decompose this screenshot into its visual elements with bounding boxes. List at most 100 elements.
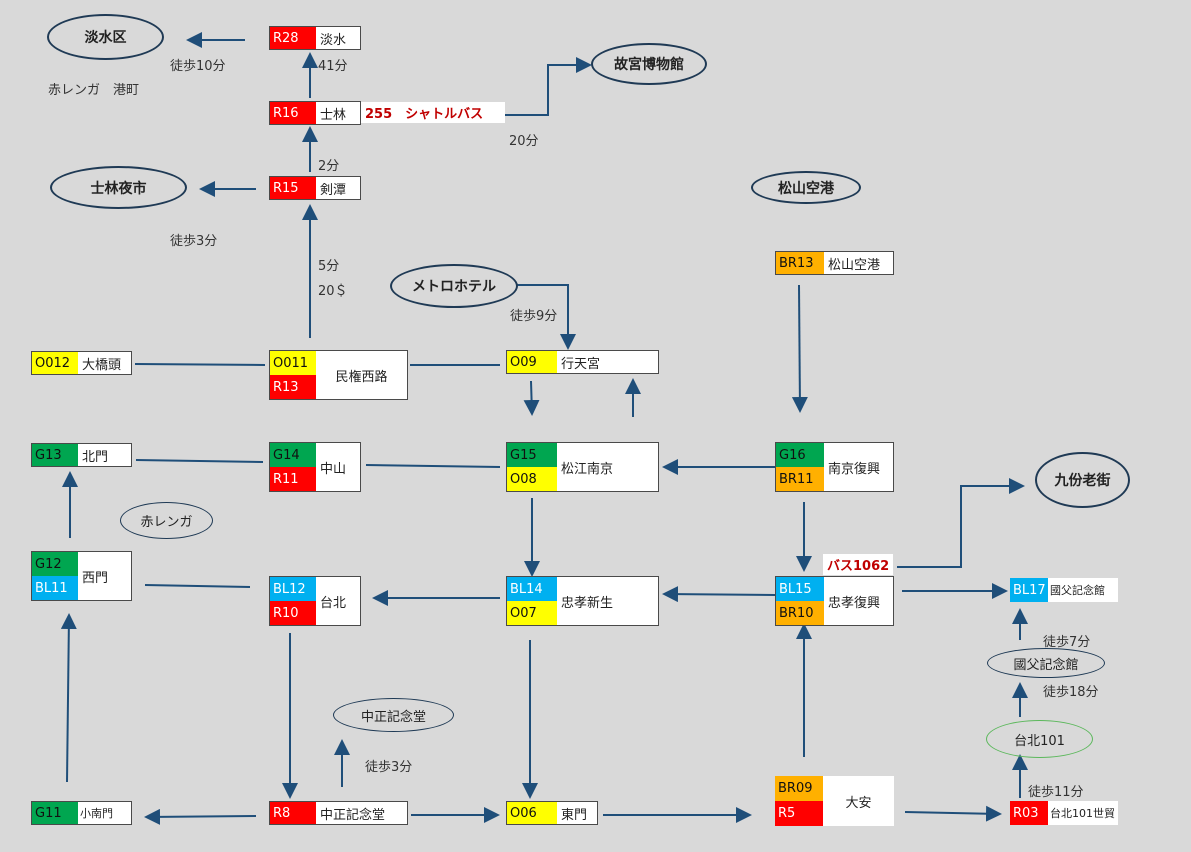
station-daqiaotou: O012 大橋頭 xyxy=(31,351,132,375)
line-code: O08 xyxy=(507,467,557,491)
station-jiantan: R15 剣潭 xyxy=(269,176,361,200)
station-name: 民権西路 xyxy=(335,369,388,385)
line-beimen-zhongshan xyxy=(135,459,264,463)
line-code: G16 xyxy=(776,443,824,467)
line-code: O06 xyxy=(507,802,557,824)
line-code: G13 xyxy=(32,444,78,466)
walk-label: 徒歩18分 xyxy=(1043,685,1099,700)
station-name: 忠孝新生 xyxy=(561,595,614,611)
station-name: 中山 xyxy=(320,461,347,477)
station-name: 南京復興 xyxy=(828,461,881,477)
arrow-airport-to-nanjing xyxy=(791,284,808,413)
station-name: 松山空港 xyxy=(828,257,881,273)
line-code: O07 xyxy=(507,601,557,625)
line-code: BL14 xyxy=(507,577,557,601)
line-code: R28 xyxy=(270,27,316,49)
station-name: 西門 xyxy=(82,570,109,586)
line-code: BL17 xyxy=(1010,578,1048,602)
station-name: 東門 xyxy=(561,807,588,823)
line-code: BR10 xyxy=(776,601,824,625)
station-name: 小南門 xyxy=(80,807,113,820)
time-label: 5分 xyxy=(318,259,340,274)
line-code: G12 xyxy=(32,552,78,576)
line-code: R13 xyxy=(270,375,316,399)
station-ckshek: R8 中正記念堂 xyxy=(269,801,408,825)
line-code: G15 xyxy=(507,443,557,467)
line-code: BL11 xyxy=(32,576,78,600)
station-ximen: G12 BL11 西門 xyxy=(31,551,132,601)
line-code: BR11 xyxy=(776,467,824,491)
destination-ckshek-hall: 中正記念堂 xyxy=(333,698,454,732)
arrow-shuttle-to-palace xyxy=(503,57,592,116)
time-label: 2分 xyxy=(318,159,340,174)
line-code: R5 xyxy=(775,801,823,826)
station-name: 台北 xyxy=(320,595,347,611)
destination-palace-museum: 故宮博物館 xyxy=(591,43,707,85)
station-shilin: R16 士林 xyxy=(269,101,361,125)
fare-label: 20＄ xyxy=(318,284,348,299)
arrow-fuxing-to-xinsheng xyxy=(662,586,776,603)
shuttle-bus-label: 255 シャトルバス xyxy=(361,102,505,123)
walk-label: 徒歩10分 xyxy=(170,59,226,74)
time-label: 20分 xyxy=(509,134,539,149)
destination-songshan-airport: 松山空港 xyxy=(751,171,861,204)
arrow-ckshek-to-xiaonanmen xyxy=(144,808,257,825)
line-code: G14 xyxy=(270,443,316,467)
destination-sys-hall: 國父記念館 xyxy=(987,648,1105,678)
bus-1062-label: バス1062 xyxy=(823,554,894,575)
arrow-xingtiangong-down xyxy=(523,380,540,416)
walk-label: 徒歩11分 xyxy=(1028,785,1084,800)
arrow-bus-to-jiufen xyxy=(897,478,1025,568)
station-songshan-airport: BR13 松山空港 xyxy=(775,251,894,275)
station-daan: BR09 R5 大安 xyxy=(775,776,894,826)
line-code: G11 xyxy=(32,802,78,824)
station-name: 中正記念堂 xyxy=(320,807,386,823)
line-code: R11 xyxy=(270,467,316,491)
line-code: BR09 xyxy=(775,776,823,801)
station-zhongshan: G14 R11 中山 xyxy=(269,442,361,492)
station-zhongxiao-xinsheng: BL14 O07 忠孝新生 xyxy=(506,576,659,626)
station-taipei: BL12 R10 台北 xyxy=(269,576,361,626)
line-code: R8 xyxy=(270,802,316,824)
destination-taipei101: 台北101 xyxy=(986,720,1093,758)
destination-shilin-market: 士林夜市 xyxy=(50,166,187,209)
arrow-daan-to-101 xyxy=(904,805,1002,822)
walk-label: 徒歩3分 xyxy=(170,234,218,249)
line-code: R16 xyxy=(270,102,316,124)
station-tamsui: R28 淡水 xyxy=(269,26,361,50)
station-name: 剣潭 xyxy=(320,182,347,198)
destination-tamsui-district: 淡水区 xyxy=(47,14,164,60)
destination-red-house: 赤レンガ xyxy=(120,502,213,539)
arrow-xiaonanmen-to-ximen xyxy=(60,613,77,783)
station-name: 台北101世貿 xyxy=(1050,807,1115,820)
station-name: 士林 xyxy=(320,107,347,123)
station-name: 忠孝復興 xyxy=(828,595,881,611)
destination-metro-hotel: メトロホテル xyxy=(390,264,518,308)
station-zhongxiao-fuxing: BL15 BR10 忠孝復興 xyxy=(775,576,894,626)
station-name: 淡水 xyxy=(320,32,347,48)
station-minquan: O011 R13 民権西路 xyxy=(269,350,408,400)
arrow-hotel-to-xingtiangong xyxy=(517,284,576,350)
station-songjiang: G15 O08 松江南京 xyxy=(506,442,659,492)
time-label: 41分 xyxy=(318,59,348,74)
station-sun-yat-sen: BL17 國父記念館 xyxy=(1010,578,1118,602)
line-code: O012 xyxy=(32,352,78,374)
destination-jiufen: 九份老街 xyxy=(1035,452,1130,508)
station-name: 松江南京 xyxy=(561,461,614,477)
station-xiaonanmen: G11 小南門 xyxy=(31,801,132,825)
line-code: R15 xyxy=(270,177,316,199)
station-dongmen: O06 東門 xyxy=(506,801,598,825)
line-code: R10 xyxy=(270,601,316,625)
station-name: 北門 xyxy=(82,449,109,465)
line-zhongshan-songjiang xyxy=(365,464,501,468)
line-code: BL15 xyxy=(776,577,824,601)
station-xingtiangong: O09 行天宮 xyxy=(506,350,659,374)
line-code: O09 xyxy=(507,351,557,373)
line-code: BR13 xyxy=(776,252,824,274)
line-code: R03 xyxy=(1010,801,1048,825)
line-code: O011 xyxy=(270,351,316,375)
station-name: 大安 xyxy=(845,795,872,811)
line-code: BL12 xyxy=(270,577,316,601)
walk-label: 徒歩7分 xyxy=(1043,635,1091,650)
line-ximen-taipei xyxy=(144,584,251,588)
